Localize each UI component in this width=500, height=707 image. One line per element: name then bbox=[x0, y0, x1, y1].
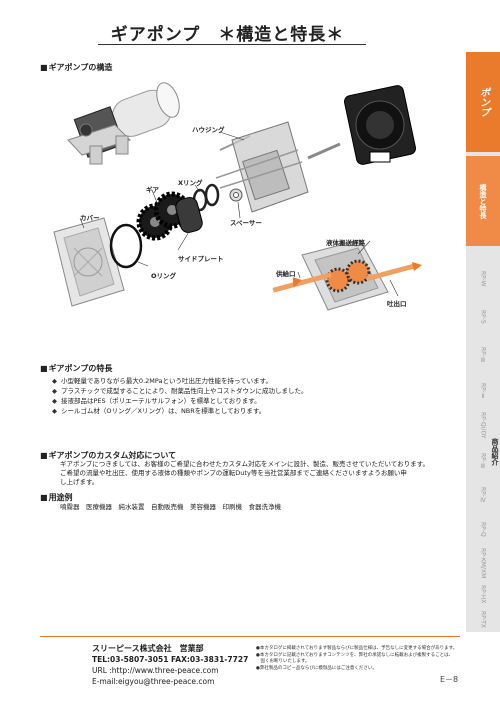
label-o-ring: Oリング bbox=[151, 272, 177, 280]
label-outlet: 吐出口 bbox=[387, 300, 407, 308]
label-cover: カバー bbox=[80, 214, 100, 222]
tab-model[interactable]: RP-Q bbox=[479, 521, 487, 537]
label-side-plate: サイドプレート bbox=[178, 255, 224, 263]
company-name: スリーピース株式会社 営業部 bbox=[92, 644, 204, 653]
note-line: 固くお断りいたします。 bbox=[256, 659, 310, 664]
features-list: 小型軽量でありながら最大0.2MPaという吐出圧力性能を持っています。 プラスチ… bbox=[52, 376, 307, 416]
o-ring-image bbox=[109, 223, 143, 269]
custom-line: ご希望の流量や吐出圧、使用する液体の種類やポンプの運転Duty等を当社営業部まで… bbox=[60, 469, 407, 477]
footer-divider bbox=[40, 636, 460, 637]
sidebar: ポンプ 構造と特長 RP-W RP-S RP-Ⅲ RP-Ⅱ RP-Qi/OY R… bbox=[466, 52, 500, 632]
tab-model[interactable]: RP-Ⅳ bbox=[479, 486, 487, 504]
housing-image bbox=[215, 121, 309, 213]
tab-model[interactable]: RP-TX bbox=[479, 611, 487, 629]
website-link[interactable]: URL :http://www.three-peace.com bbox=[92, 666, 219, 675]
tab-model[interactable]: RP-W bbox=[479, 271, 487, 287]
assembled-pump-image bbox=[67, 82, 180, 165]
title-underline bbox=[98, 44, 366, 45]
email-link[interactable]: E-mail:eigyou@three-peace.com bbox=[92, 677, 215, 686]
label-gear: ギア bbox=[146, 186, 159, 194]
label-x-ring: Xリング bbox=[178, 179, 203, 187]
exploded-diagram bbox=[53, 82, 422, 311]
tab-model[interactable]: RP-HX bbox=[479, 584, 487, 604]
note-line: ●本カタログに掲載されております製品ならびに製品仕様は、予告なしに変更する場合が… bbox=[256, 646, 458, 651]
tel-fax: TEL:03-5807-3051 FAX:03-3831-7727 bbox=[92, 655, 249, 664]
custom-line: ギアポンプにつきましては、お客様のご希望に合わせたカスタム対応をメインに設計、製… bbox=[60, 460, 429, 468]
label-flow-path: 液体搬送経路 bbox=[326, 239, 365, 247]
usage-heading: 用途例 bbox=[40, 492, 73, 503]
tab-model[interactable]: RP-Ⅲ bbox=[479, 452, 487, 470]
page-number: E－8 bbox=[440, 675, 459, 684]
custom-line: し上げます。 bbox=[60, 478, 99, 486]
feature-item: シールゴム材（Oリング／Xリング）は、NBRを標準としております。 bbox=[52, 406, 307, 416]
label-inlet: 供給口 bbox=[276, 270, 296, 278]
sidebar-section-label: 商品紹介 bbox=[491, 438, 499, 466]
usage-body: 噴霧器 医療機器 純水装置 自動販売機 美容機器 印刷機 食器洗浄機 bbox=[60, 503, 281, 511]
label-housing: ハウジング bbox=[192, 126, 225, 134]
company-info: スリーピース株式会社 営業部 TEL:03-5807-3051 FAX:03-3… bbox=[92, 643, 248, 687]
page-title: ギアポンプ ＊構造と特長＊ bbox=[110, 25, 345, 45]
custom-heading: ギアポンプのカスタム対応について bbox=[40, 450, 177, 461]
cross-section-image bbox=[272, 239, 422, 311]
tab-model[interactable]: RP-Ⅲ bbox=[479, 346, 487, 364]
cover-image bbox=[53, 217, 125, 307]
features-heading: ギアポンプの特長 bbox=[40, 363, 113, 374]
tab-model[interactable]: RP-KM/XM bbox=[479, 547, 487, 579]
feature-item: プラスチックで成型することにより、耐薬品性向上やコストダウンに成功しました。 bbox=[52, 386, 307, 396]
motor-flange-image bbox=[343, 85, 417, 165]
feature-item: 接液部品はPES（ポリエーテルサルフォン）を標準としております。 bbox=[52, 396, 307, 406]
label-spacer: スペーサー bbox=[230, 219, 262, 227]
note-line: ●本カタログに記載されておりますコンテンツを、弊社の承諾なしに転載および複製する… bbox=[256, 652, 454, 658]
tab-structure[interactable]: 構造と特長 bbox=[466, 156, 500, 246]
structure-heading: ギアポンプの構造 bbox=[40, 62, 113, 73]
tab-model[interactable]: RP-S bbox=[479, 310, 487, 324]
tab-model[interactable]: RP-Qi/OY bbox=[479, 411, 487, 439]
custom-body: ギアポンプにつきましては、お客様のご希望に合わせたカスタム対応をメインに設計、製… bbox=[60, 460, 460, 487]
tab-pump[interactable]: ポンプ bbox=[466, 52, 500, 152]
tab-model[interactable]: RP-Ⅱ bbox=[479, 382, 487, 400]
footer-notes: ●本カタログに掲載されております製品ならびに製品仕様は、予告なしに変更する場合が… bbox=[256, 646, 457, 672]
note-line: ●弊社製品のコピー品ならびに模倣品にはご注意ください。 bbox=[256, 665, 377, 671]
feature-item: 小型軽量でありながら最大0.2MPaという吐出圧力性能を持っています。 bbox=[52, 376, 307, 386]
